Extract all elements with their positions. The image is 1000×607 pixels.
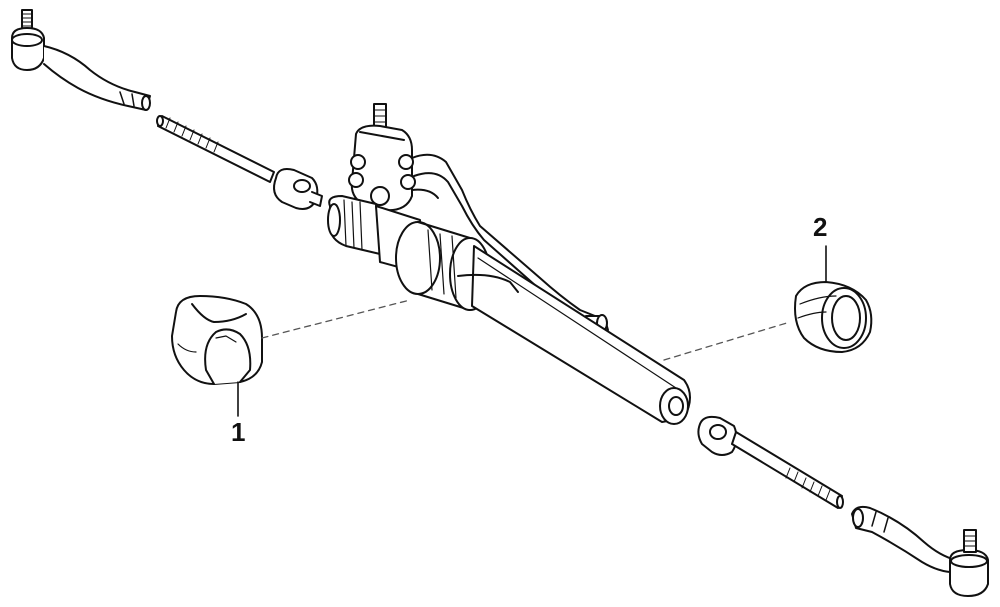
dashed-line-bushing-2	[663, 321, 791, 361]
mounting-bushing-1	[171, 295, 263, 385]
callout-label-2: 2	[813, 212, 828, 242]
rack-housing	[327, 195, 691, 425]
callout-leaders	[237, 245, 827, 417]
left-inner-tie-rod	[156, 115, 323, 210]
dashed-line-bushing-1	[261, 299, 411, 339]
right-tie-rod-end	[851, 505, 989, 597]
left-tie-rod-end	[11, 9, 151, 111]
right-inner-tie-rod	[697, 415, 844, 509]
mounting-bushing-2	[794, 281, 873, 353]
alignment-dashed-lines	[261, 299, 791, 361]
callout-label-1: 1	[231, 417, 246, 447]
